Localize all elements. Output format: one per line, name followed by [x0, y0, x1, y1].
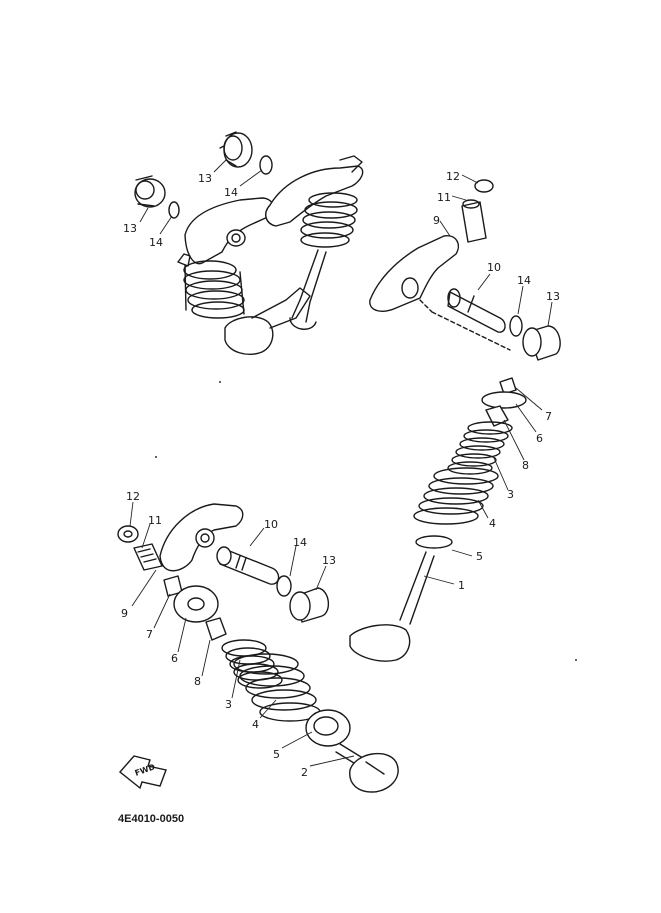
- callout: 1: [458, 579, 465, 592]
- callout: 14: [224, 186, 238, 199]
- callout: 13: [123, 222, 137, 235]
- exploded-left: [117, 503, 399, 793]
- callout: 13: [322, 554, 336, 567]
- stem-seal-l: [205, 617, 227, 641]
- valve-spring-right: [300, 192, 358, 248]
- callout: 11: [437, 191, 451, 204]
- o-ring-upper: [259, 155, 273, 175]
- o-ring-l: [276, 575, 292, 597]
- callout: 10: [264, 518, 278, 531]
- rocker-arm-r: [369, 235, 460, 312]
- callout: 3: [507, 488, 514, 501]
- callout: 4: [252, 718, 259, 731]
- callout: 5: [273, 748, 280, 761]
- callout: 13: [198, 172, 212, 185]
- tappet-cap-left: [134, 175, 166, 208]
- tappet-cap-upper: [219, 131, 253, 168]
- callout: 14: [517, 274, 531, 287]
- tappet-cap-r: [522, 325, 561, 361]
- callout: 10: [487, 261, 501, 274]
- callout: 9: [433, 214, 440, 227]
- callout: 6: [171, 652, 178, 665]
- spring-seat-r: [415, 535, 453, 549]
- valve-exhaust-r: [349, 551, 435, 662]
- callout: 5: [476, 550, 483, 563]
- callout: 3: [225, 698, 232, 711]
- callout: 14: [293, 536, 307, 549]
- callout: 14: [149, 236, 163, 249]
- cylinder-head-assembly: [134, 131, 364, 356]
- tappet-cap-l: [289, 587, 329, 623]
- rocker-arm-left: [177, 197, 275, 267]
- outer-spring-r: [413, 467, 499, 525]
- exploded-right: [349, 179, 561, 662]
- callout: 12: [446, 170, 460, 183]
- adjust-nut-l: [117, 525, 139, 543]
- rocker-shaft-r: [447, 288, 506, 333]
- valve-cotter-r: [499, 377, 517, 395]
- callout: 8: [522, 459, 529, 472]
- stem-seal-r: [485, 405, 509, 427]
- valve-intake-l: [335, 743, 399, 793]
- callout: 11: [148, 514, 162, 527]
- adjust-screw-l: [133, 543, 163, 571]
- o-ring-left: [168, 201, 180, 219]
- callout-labels: 13 14 13 14 12 11 9 10 14 13 7 6 8 3 4 5…: [121, 170, 560, 779]
- leader-lines: [129, 159, 553, 767]
- diagram-code: 4E4010-0050: [118, 813, 184, 825]
- valve-stem-right: [289, 249, 327, 330]
- rocker-shaft-l: [216, 546, 280, 585]
- inner-spring-r: [447, 421, 513, 475]
- spring-retainer-r: [481, 391, 527, 409]
- callout: 13: [546, 290, 560, 303]
- callout: 7: [146, 628, 153, 641]
- adjust-screw-r: [461, 199, 487, 243]
- rocker-arm-l: [159, 503, 244, 572]
- valve-spring-left: [183, 260, 245, 319]
- inner-spring-l: [221, 639, 283, 689]
- callout: 12: [126, 490, 140, 503]
- callout: 6: [536, 432, 543, 445]
- fwd-arrow-icon: FWD: [118, 755, 167, 790]
- adjust-nut-r: [474, 179, 494, 193]
- o-ring-r: [509, 315, 523, 337]
- spring-seat-l: [305, 709, 351, 747]
- spring-retainer-l: [173, 585, 219, 623]
- valve-head-left: [224, 287, 311, 356]
- callout: 9: [121, 607, 128, 620]
- callout: 4: [489, 517, 496, 530]
- callout: 7: [545, 410, 552, 423]
- callout: 2: [301, 766, 308, 779]
- callout: 8: [194, 675, 201, 688]
